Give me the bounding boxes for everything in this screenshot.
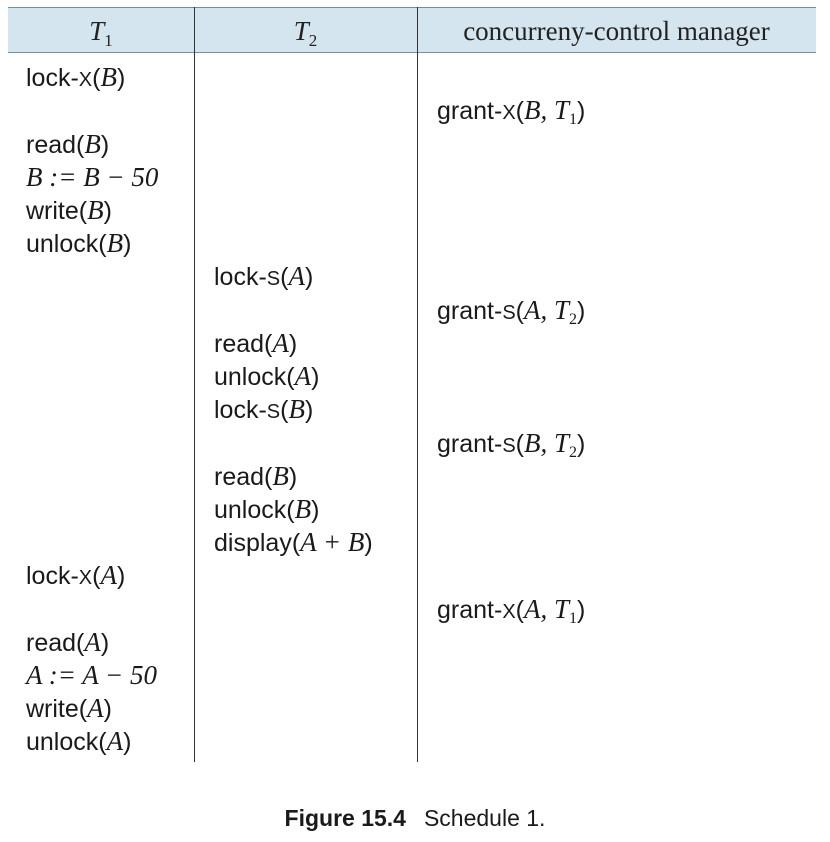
header-t1-base: T <box>89 16 105 46</box>
t2-op: unlock(A) <box>214 361 320 391</box>
figure-caption: Figure 15.4 Schedule 1. <box>0 805 830 832</box>
t1-op: read(B) <box>26 129 110 159</box>
t1-op: write(A) <box>26 693 112 723</box>
cc-grant: grant-X(A, T1) <box>437 594 586 627</box>
t1-op: lock-X(A) <box>26 560 126 590</box>
figure-caption-text: Schedule 1. <box>423 805 546 831</box>
t1-op: unlock(A) <box>26 726 132 756</box>
header-t2-sub: 2 <box>308 31 318 50</box>
header-t2-base: T <box>293 16 309 46</box>
t1-op: read(A) <box>26 627 110 657</box>
t2-op: display(A + B) <box>214 527 373 557</box>
t2-op: lock-S(A) <box>214 261 314 291</box>
cc-grant: grant-X(B, T1) <box>437 95 586 128</box>
t1-expr: A := A − 50 <box>26 660 157 690</box>
header-cc-manager: concurreny-control manager <box>463 16 770 46</box>
cc-grant: grant-S(B, T2) <box>437 428 586 461</box>
header-t2: T2 <box>194 8 417 52</box>
cc-grant: grant-S(A, T2) <box>437 295 586 328</box>
header-t1: T1 <box>8 8 194 52</box>
t2-op: read(A) <box>214 328 298 358</box>
t2-op: unlock(B) <box>214 494 320 524</box>
t1-op: lock-X(B) <box>26 62 126 92</box>
t1-expr: B := B − 50 <box>26 162 159 192</box>
column-divider-1 <box>194 7 195 762</box>
figure-label: Figure 15.4 <box>284 805 406 831</box>
t2-op: lock-S(B) <box>214 394 314 424</box>
column-divider-2 <box>417 7 418 762</box>
header-t1-sub: 1 <box>104 31 113 50</box>
t2-op: read(B) <box>214 461 298 491</box>
t1-op: write(B) <box>26 195 112 225</box>
t1-op: unlock(B) <box>26 228 132 258</box>
table-header: T1 T2 concurreny-control manager <box>8 7 816 53</box>
schedule-table: T1 T2 concurreny-control manager lock-X(… <box>8 7 816 762</box>
